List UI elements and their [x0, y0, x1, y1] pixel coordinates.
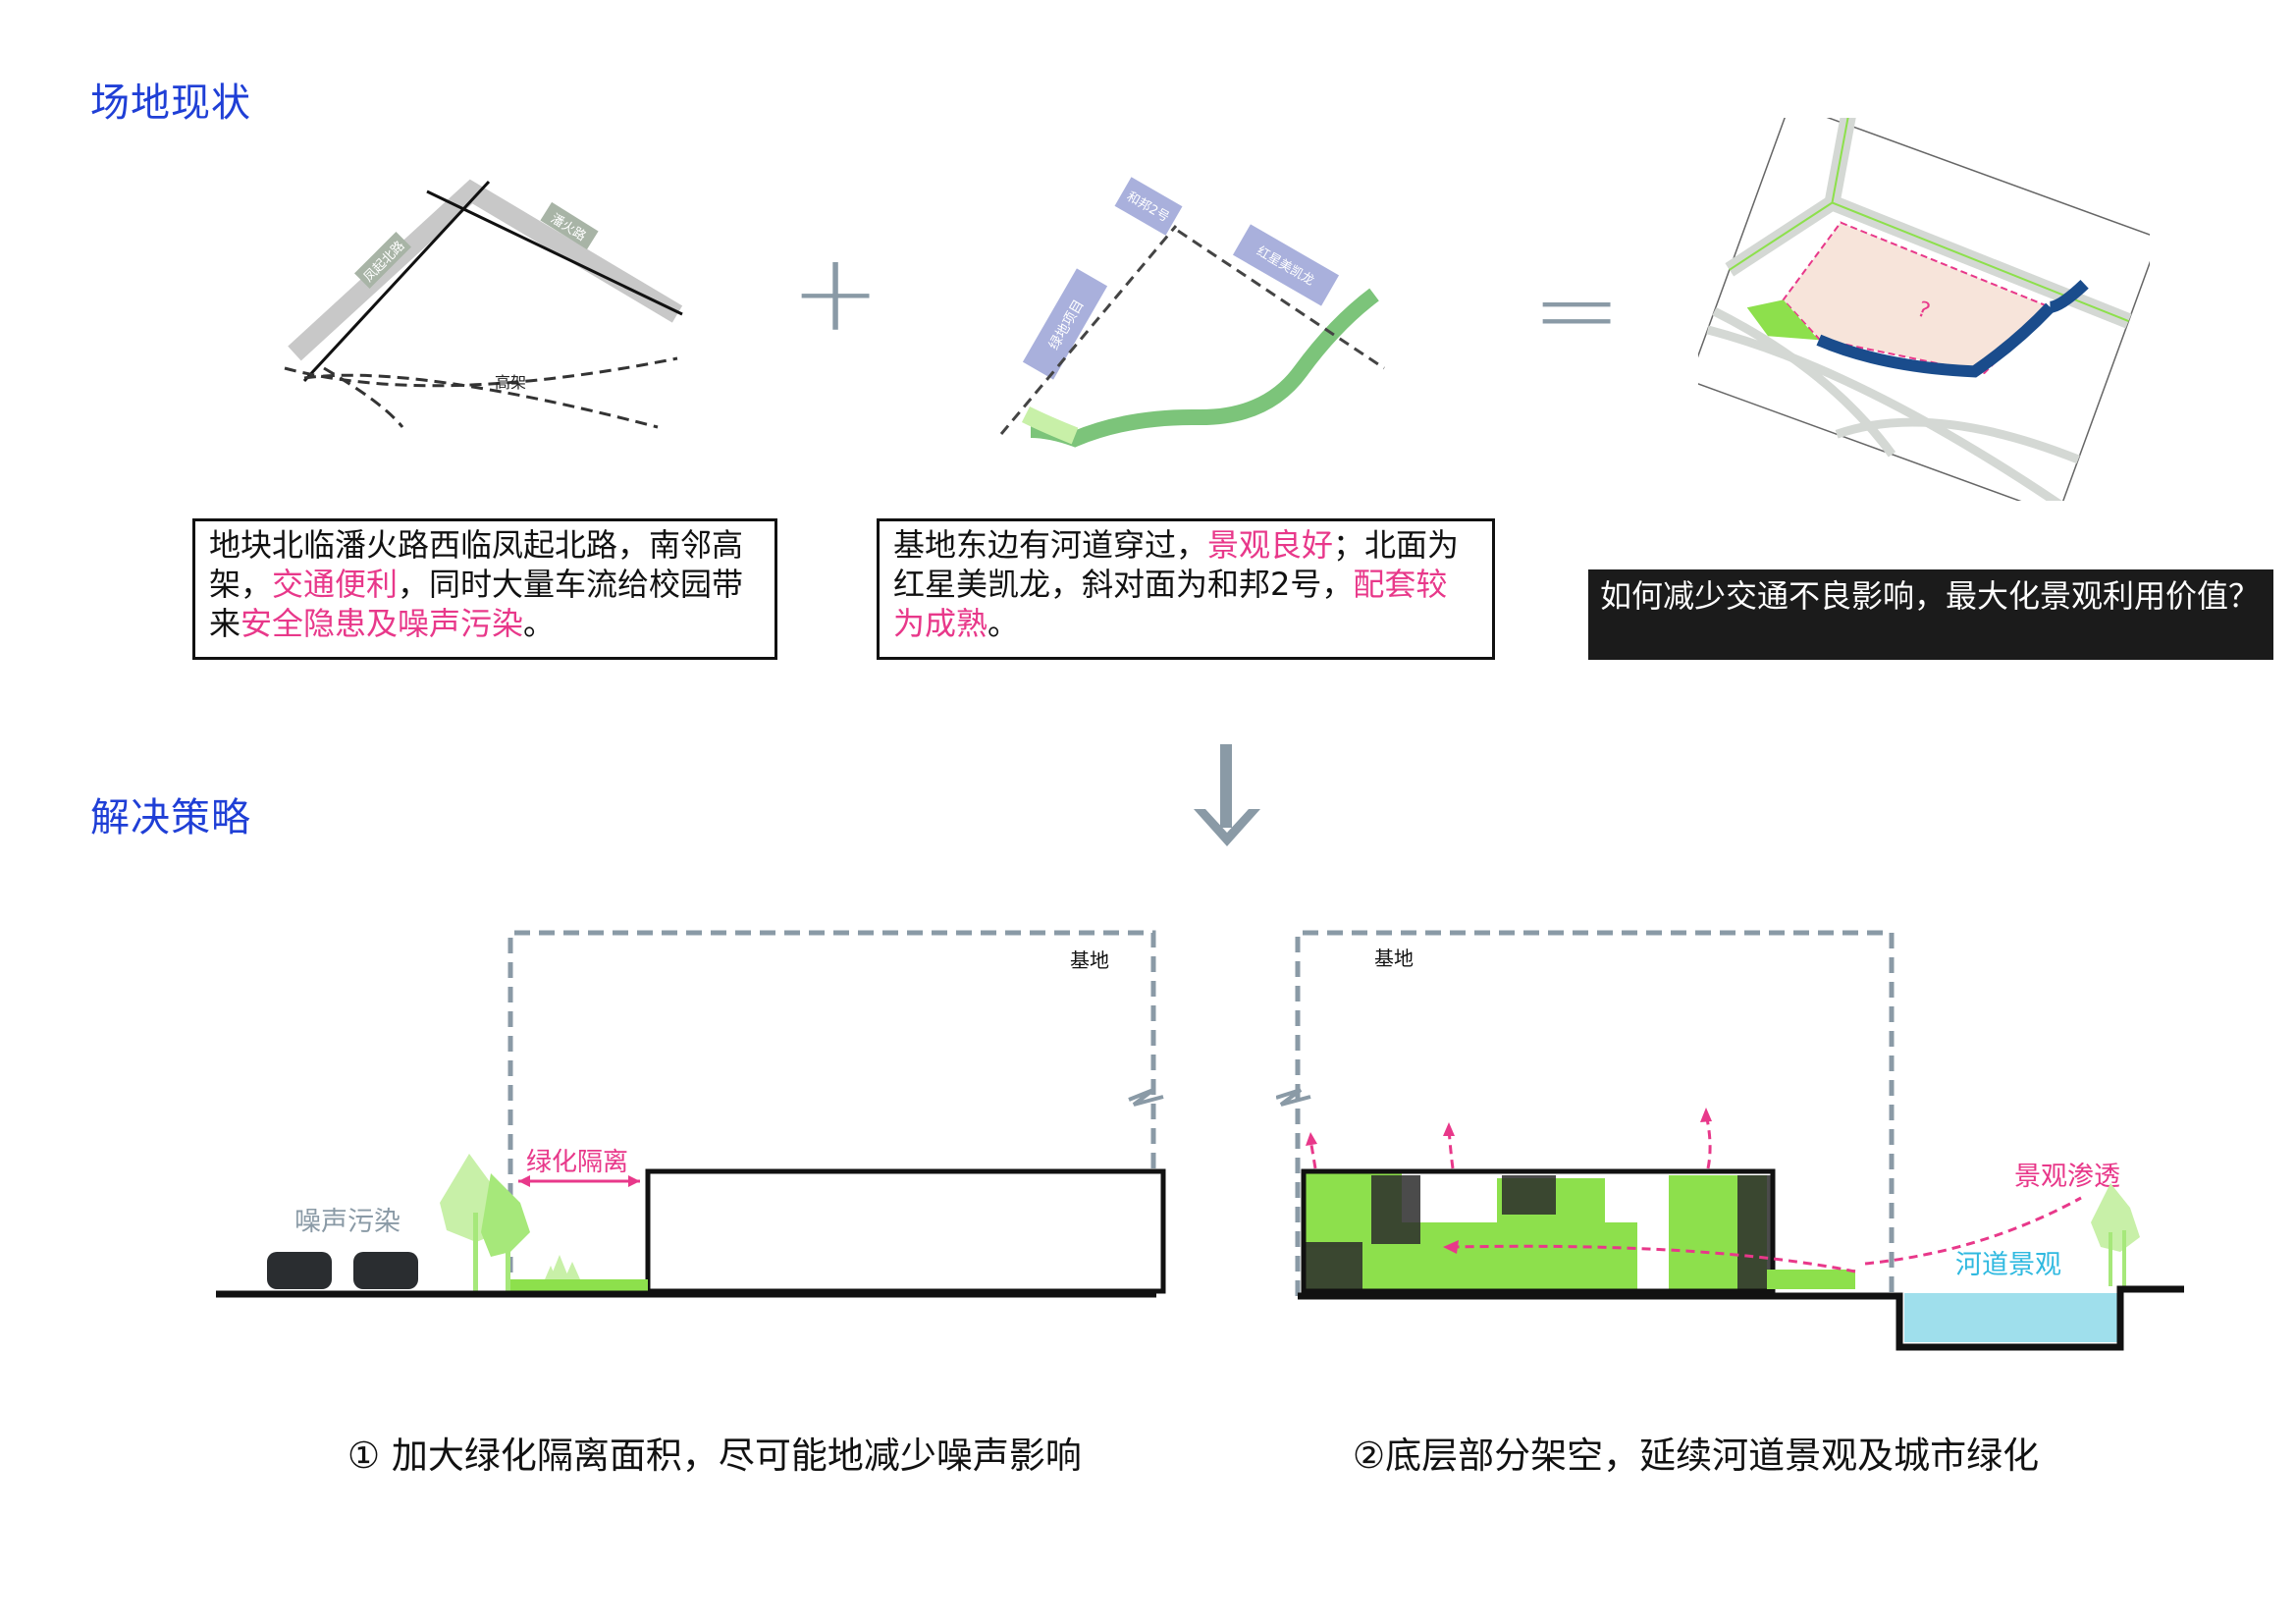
tb1-text-2: ，同时大量车流给校园带来 [209, 566, 744, 642]
solution-strategy-title: 解决策略 [90, 795, 251, 840]
tb2-highlight-1: 景观良好 [1207, 526, 1334, 564]
green-isolation-label: 绿化隔离 [526, 1148, 628, 1177]
tree-icon [440, 1154, 530, 1291]
site-label-1: 基地 [1070, 948, 1109, 972]
text-box-traffic: 地块北临潘火路西临凤起北路，南邻高架，交通便利，同时大量车流给校园带来安全隐患及… [192, 518, 777, 660]
site-plan-diagram: ? [1698, 118, 2150, 501]
section-diagram-open-ground: 基地 景观渗透 河道景观 [1276, 930, 2184, 1351]
tb2-text-3: 。 [988, 605, 1020, 642]
down-arrow-icon [1194, 744, 1260, 846]
site-status-title: 场地现状 [90, 81, 251, 126]
caption-strategy-1: ① 加大绿化隔离面积，尽可能地减少噪声影响 [347, 1435, 1082, 1477]
road-diagram: 凤起北路 潘火路 高架 [284, 179, 683, 429]
noise-label: 噪声污染 [294, 1207, 400, 1237]
text-box-landscape: 基地东边有河道穿过，景观良好；北面为红星美凯龙，斜对面为和邦2号，配套较为成熟。 [877, 518, 1495, 660]
tb1-highlight-1: 交通便利 [272, 566, 399, 603]
site-label-2: 基地 [1374, 947, 1414, 970]
caption-strategy-2: ②底层部分架空，延续河道景观及城市绿化 [1353, 1435, 2040, 1477]
question-box: 如何减少交通不良影响，最大化景观利用价值？ [1588, 569, 2273, 660]
landscape-penetration-label: 景观渗透 [2014, 1162, 2120, 1192]
section-diagram-green-buffer: 基地 绿化隔离 噪声污染 [216, 930, 1166, 1298]
car-icon [267, 1252, 418, 1289]
tb1-highlight-2: 安全隐患及噪声污染 [240, 605, 524, 642]
plus-sign: + [790, 230, 881, 355]
tb2-highlight-2: 配套较为成熟 [893, 566, 1448, 642]
river-diagram: 绿地项目 和邦2号 红星美凯龙 [999, 177, 1385, 448]
tb2-text-2: ；北面为红星美凯龙，斜对面为和邦2号， [893, 526, 1460, 603]
tb2-text-1: 基地东边有河道穿过， [893, 526, 1208, 564]
tb1-text-3: 。 [523, 605, 556, 642]
tree-icon [2091, 1183, 2140, 1286]
river-landscape-label: 河道景观 [1955, 1250, 2061, 1280]
equals-sign: = [1531, 246, 1623, 372]
tb1-text-1: 地块北临潘火路西临凤起北路，南邻高架， [209, 526, 744, 603]
elevated-label: 高架 [495, 373, 526, 392]
